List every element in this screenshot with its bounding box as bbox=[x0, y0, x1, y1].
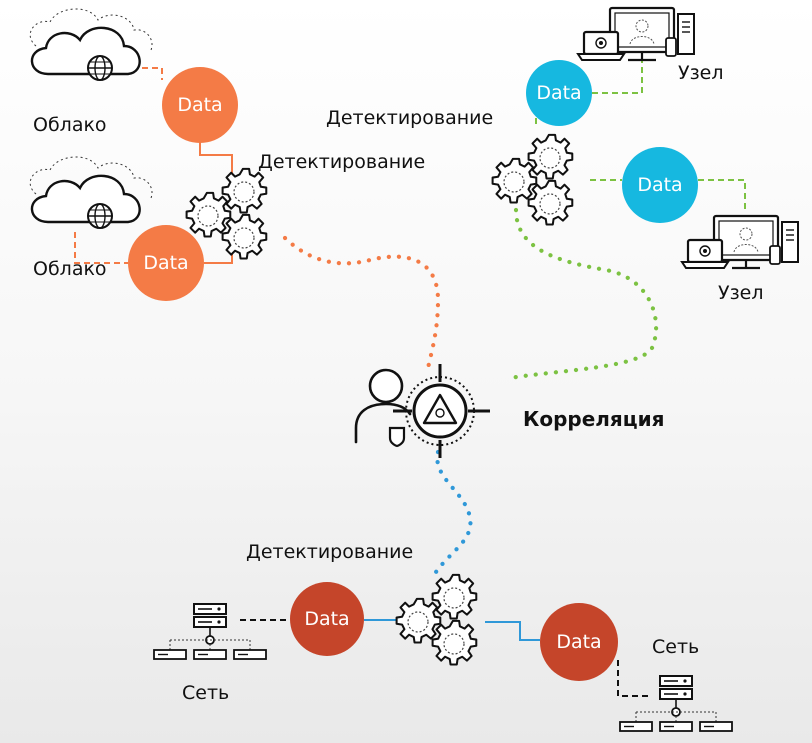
cloud-flow-path bbox=[282, 235, 441, 371]
cloud-label: Облако bbox=[33, 114, 107, 136]
node-data-bubble: Data bbox=[526, 60, 592, 126]
network-flow-path bbox=[433, 449, 473, 575]
analyst-target-icon bbox=[354, 364, 490, 458]
cloud-icon bbox=[29, 155, 154, 230]
server-network-icon bbox=[153, 603, 267, 660]
gears-icon bbox=[397, 575, 477, 665]
cloud-data-bubble: Data bbox=[128, 225, 204, 301]
detection-label: Детектирование bbox=[246, 541, 414, 563]
cloud-data-bubble: Data bbox=[162, 67, 238, 143]
gears-icon bbox=[493, 135, 573, 225]
correlation-label: Корреляция bbox=[523, 407, 665, 431]
node-data-bubble: Data bbox=[622, 147, 698, 223]
server-network-icon bbox=[619, 675, 733, 732]
network-data-bubble: Data bbox=[540, 603, 618, 681]
network-label: Сеть bbox=[182, 682, 230, 704]
detection-label: Детектирование bbox=[326, 107, 494, 129]
node-label: Узел bbox=[718, 282, 764, 304]
detection-label: Детектирование bbox=[258, 151, 426, 173]
cloud-icon bbox=[29, 7, 154, 82]
node-label: Узел bbox=[678, 62, 724, 84]
node-flow-path bbox=[507, 207, 659, 381]
node-connectors bbox=[535, 60, 746, 212]
network-label: Сеть bbox=[652, 636, 700, 658]
network-connectors bbox=[240, 619, 652, 697]
workstation-icon bbox=[576, 6, 696, 62]
cloud-label: Облако bbox=[33, 258, 107, 280]
workstation-icon bbox=[680, 214, 800, 270]
network-data-bubble: Data bbox=[290, 582, 364, 656]
